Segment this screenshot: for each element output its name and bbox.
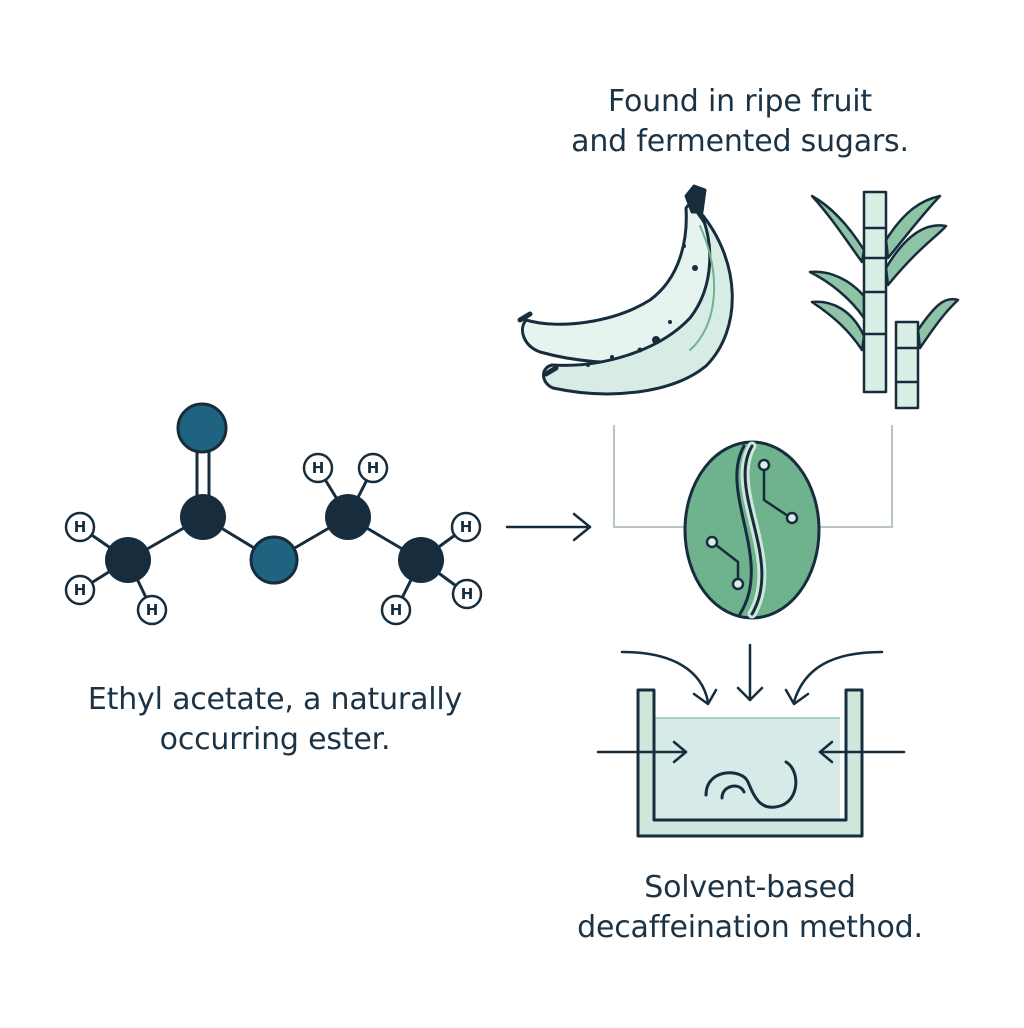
- carbon-atom: [180, 494, 226, 540]
- oxygen-atom: [249, 535, 299, 585]
- hydrogen-label: H: [461, 585, 474, 603]
- ethyl-acetate-molecule: [78, 450, 469, 612]
- hydrogen-atom: H: [380, 594, 412, 626]
- caption-line: Ethyl acetate, a naturally: [87, 682, 463, 717]
- caption-line: decaffeination method.: [577, 910, 923, 945]
- atoms: [105, 402, 444, 585]
- swirl: [704, 760, 798, 809]
- hydrogen-atom: H: [136, 594, 168, 626]
- hydrogen-label: H: [74, 518, 87, 536]
- caption-line: Found in ripe fruit: [608, 84, 872, 119]
- hydrogen-atoms: H H H H H H H H: [64, 452, 483, 626]
- hydrogen-label: H: [390, 601, 403, 619]
- hydrogen-atom: H: [451, 578, 483, 610]
- hydrogen-label: H: [74, 581, 87, 599]
- hydrogen-atom: H: [64, 511, 96, 543]
- caption-fruit-sources: Found in ripe fruit and fermented sugars…: [520, 82, 960, 162]
- carbon-atom: [325, 494, 371, 540]
- sugarcane-icon: [808, 190, 960, 410]
- hydrogen-label: H: [146, 601, 159, 619]
- caption-line: occurring ester.: [159, 722, 391, 757]
- oxygen-atom: [176, 402, 228, 454]
- caption-ethyl-acetate: Ethyl acetate, a naturally occurring est…: [50, 680, 500, 760]
- hydrogen-atom: H: [357, 452, 389, 484]
- hydrogen-label: H: [312, 459, 325, 477]
- inflow-arrows: [596, 643, 906, 764]
- caption-line: Solvent-based: [644, 870, 856, 905]
- hydrogen-atom: H: [64, 574, 96, 606]
- hydrogen-label: H: [460, 518, 473, 536]
- carbon-atom: [398, 537, 444, 583]
- container: [636, 688, 864, 838]
- hydrogen-atom: H: [302, 452, 334, 484]
- hydrogen-label: H: [367, 459, 380, 477]
- caption-line: and fermented sugars.: [571, 124, 909, 159]
- solvent-liquid: [654, 718, 840, 822]
- caption-decaf-method: Solvent-based decaffeination method.: [530, 868, 970, 948]
- carbon-atom: [105, 537, 151, 583]
- hydrogen-atom: H: [450, 511, 482, 543]
- solvent-bath-icon: [596, 643, 906, 838]
- coffee-bean-icon: [683, 440, 821, 620]
- banana-icon: [517, 184, 734, 396]
- arrow-right-icon: [505, 512, 592, 542]
- connector-lines: [613, 425, 893, 528]
